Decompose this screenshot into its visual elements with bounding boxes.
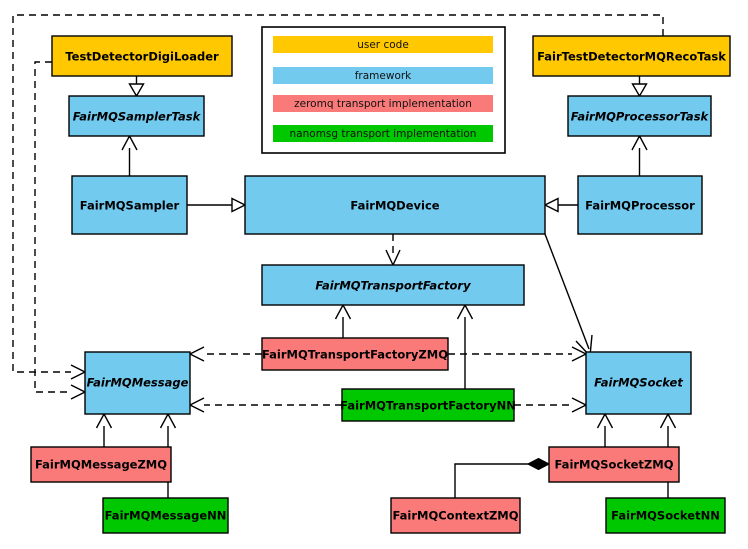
node-FairMQMessageZMQ[interactable]: FairMQMessageZMQ [30, 446, 172, 483]
node-box[interactable] [244, 175, 546, 235]
node-label: FairMQProcessor [585, 199, 695, 213]
node-box[interactable] [51, 35, 233, 77]
node-label: FairMQSamplerTask [73, 110, 202, 124]
node-FairMQProcessorTask[interactable]: FairMQProcessorTask [567, 95, 712, 137]
legend-label: user code [357, 39, 409, 51]
node-label: FairMQSocket [594, 376, 683, 390]
node-FairMQTransportFactoryNN[interactable]: FairMQTransportFactoryNN [340, 388, 516, 422]
node-box[interactable] [341, 388, 515, 422]
node-box[interactable] [84, 351, 191, 415]
edge-processor-device [543, 197, 578, 213]
edge-digiloader-samplertask [128, 76, 145, 98]
edge-sampler-device [187, 197, 247, 213]
node-label: FairMQMessage [87, 376, 189, 390]
node-box[interactable] [102, 497, 229, 534]
node-FairTestDetectorMQRecoTask[interactable]: FairTestDetectorMQRecoTask [532, 35, 731, 77]
legend-swatch [273, 67, 493, 84]
node-label: FairMQTransportFactoryZMQ [262, 348, 448, 362]
legend-item-user-code: user code [273, 36, 493, 53]
node-label: FairMQTransportFactory [315, 279, 471, 293]
node-label: FairMQSocketNN [611, 509, 720, 523]
legend-label: nanomsg transport implementation [290, 128, 477, 140]
node-box[interactable] [605, 497, 726, 534]
node-label: FairTestDetectorMQRecoTask [537, 50, 726, 64]
legend-item-framework: framework [273, 67, 493, 84]
legend-label: framework [355, 70, 412, 82]
legend-swatch [273, 36, 493, 53]
node-label: FairMQDevice [350, 199, 439, 213]
legend-item-zeromq: zeromq transport implementation [273, 95, 493, 112]
legend: user code framework zeromq transport imp… [261, 26, 506, 154]
node-FairMQMessageNN[interactable]: FairMQMessageNN [102, 497, 229, 534]
node-box[interactable] [71, 175, 188, 235]
node-box[interactable] [532, 35, 731, 77]
node-label: FairMQSampler [80, 199, 180, 213]
node-FairMQDevice[interactable]: FairMQDevice [244, 175, 546, 235]
node-box[interactable] [261, 337, 449, 371]
node-label: FairMQContextZMQ [392, 509, 518, 523]
node-box[interactable] [261, 264, 525, 306]
node-FairMQTransportFactoryZMQ[interactable]: FairMQTransportFactoryZMQ [261, 337, 449, 371]
node-box[interactable] [390, 497, 521, 534]
node-label: FairMQSocketZMQ [555, 458, 674, 472]
edge-recotask-processortask [631, 76, 648, 98]
node-box[interactable] [567, 95, 712, 137]
node-FairMQProcessor[interactable]: FairMQProcessor [577, 175, 703, 235]
node-FairMQTransportFactory[interactable]: FairMQTransportFactory [261, 264, 525, 306]
node-label: FairMQMessageZMQ [35, 458, 167, 472]
edge-socketzmq-contextzmq [454, 457, 551, 498]
node-box[interactable] [68, 95, 205, 137]
node-FairMQSampler[interactable]: FairMQSampler [71, 175, 188, 235]
legend-swatch [273, 95, 493, 112]
legend-swatch [273, 125, 493, 142]
node-FairMQSamplerTask[interactable]: FairMQSamplerTask [68, 95, 205, 137]
node-box[interactable] [577, 175, 703, 235]
node-box[interactable] [30, 446, 172, 483]
node-FairMQSocket[interactable]: FairMQSocket [585, 351, 692, 415]
node-label: FairMQProcessorTask [571, 110, 710, 124]
node-FairMQSocketZMQ[interactable]: FairMQSocketZMQ [548, 446, 680, 483]
node-FairMQSocketNN[interactable]: FairMQSocketNN [605, 497, 726, 534]
node-label: TestDetectorDigiLoader [65, 50, 219, 64]
legend-label: zeromq transport implementation [294, 98, 472, 110]
node-layer: TestDetectorDigiLoader FairTestDetectorM… [30, 35, 731, 534]
node-box[interactable] [548, 446, 680, 483]
node-FairMQMessage[interactable]: FairMQMessage [84, 351, 191, 415]
node-FairMQContextZMQ[interactable]: FairMQContextZMQ [390, 497, 521, 534]
node-label: FairMQTransportFactoryNN [340, 399, 516, 413]
node-label: FairMQMessageNN [105, 509, 227, 523]
node-box[interactable] [585, 351, 692, 415]
legend-item-nanomsg: nanomsg transport implementation [273, 125, 493, 142]
node-TestDetectorDigiLoader[interactable]: TestDetectorDigiLoader [51, 35, 233, 77]
